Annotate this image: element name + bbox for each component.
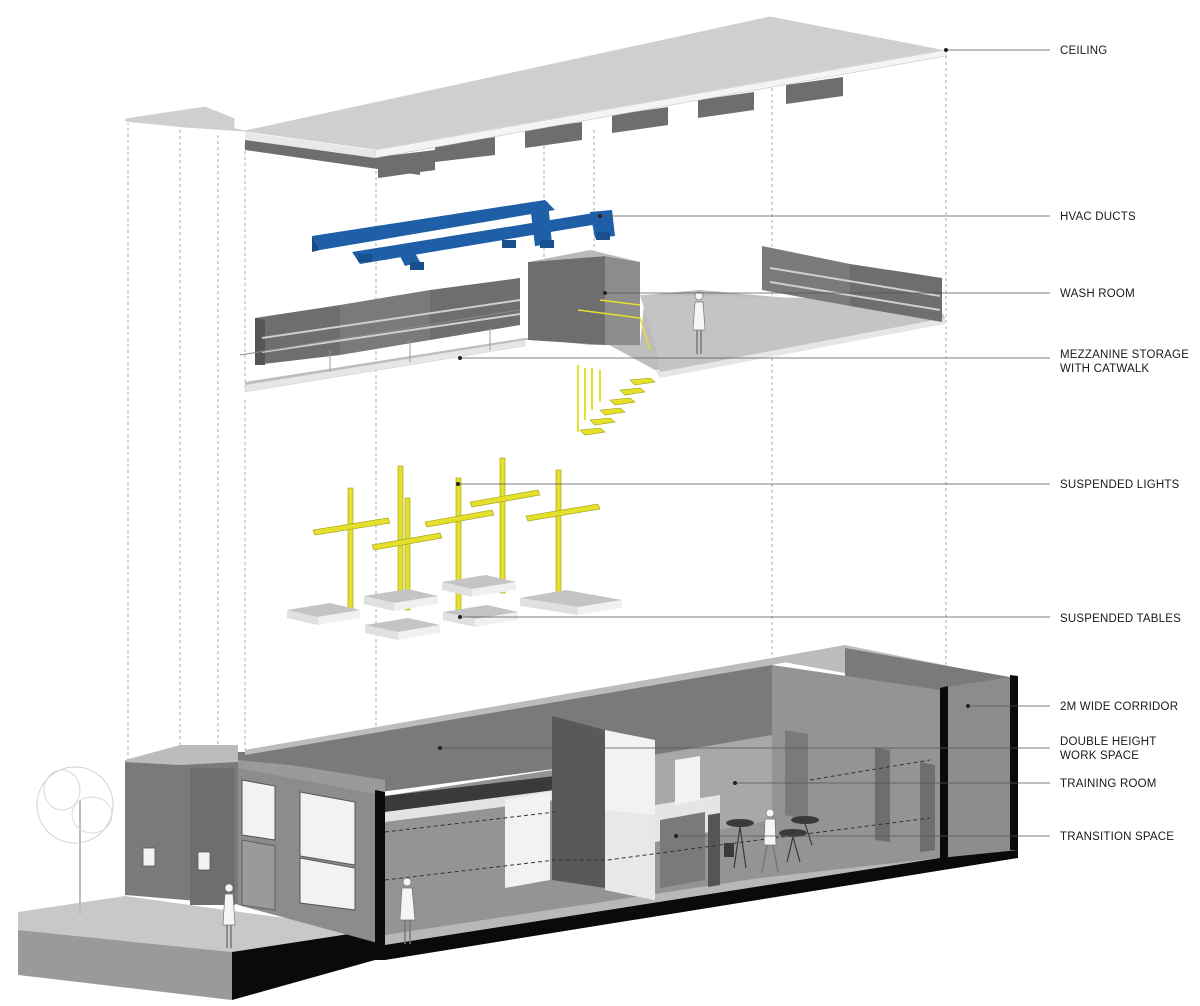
labels: CEILING HVAC DUCTS WASH ROOM MEZZANINE S… <box>1060 45 1189 843</box>
label-training-room: TRAINING ROOM <box>1060 778 1157 790</box>
tree <box>36 766 114 915</box>
label-suspended-lights: SUSPENDED LIGHTS <box>1060 479 1180 491</box>
hvac-ducts <box>312 200 615 270</box>
person-figure <box>692 291 706 354</box>
label-double-height-line1: DOUBLE HEIGHT <box>1060 736 1157 748</box>
suspended-tables <box>287 575 622 640</box>
person-figure <box>399 877 416 944</box>
projection-lines <box>127 50 947 960</box>
mezzanine-storage <box>239 246 945 436</box>
suspended-lights <box>312 457 601 619</box>
label-hvac-ducts: HVAC DUCTS <box>1060 211 1136 223</box>
label-ceiling: CEILING <box>1060 45 1107 57</box>
label-wash-room: WASH ROOM <box>1060 288 1135 300</box>
stair <box>577 365 656 436</box>
label-mezzanine-line1: MEZZANINE STORAGE <box>1060 349 1189 361</box>
leader-lines <box>438 48 1050 838</box>
label-corridor: 2M WIDE CORRIDOR <box>1060 701 1178 713</box>
ground-floor <box>18 645 1018 1000</box>
person-figure <box>222 883 236 948</box>
label-mezzanine-line2: WITH CATWALK <box>1060 363 1149 375</box>
ceiling-slab <box>124 15 947 178</box>
person-figure <box>761 808 779 873</box>
label-transition-space: TRANSITION SPACE <box>1060 831 1174 843</box>
label-double-height-line2: WORK SPACE <box>1060 750 1139 762</box>
label-suspended-tables: SUSPENDED TABLES <box>1060 613 1181 625</box>
